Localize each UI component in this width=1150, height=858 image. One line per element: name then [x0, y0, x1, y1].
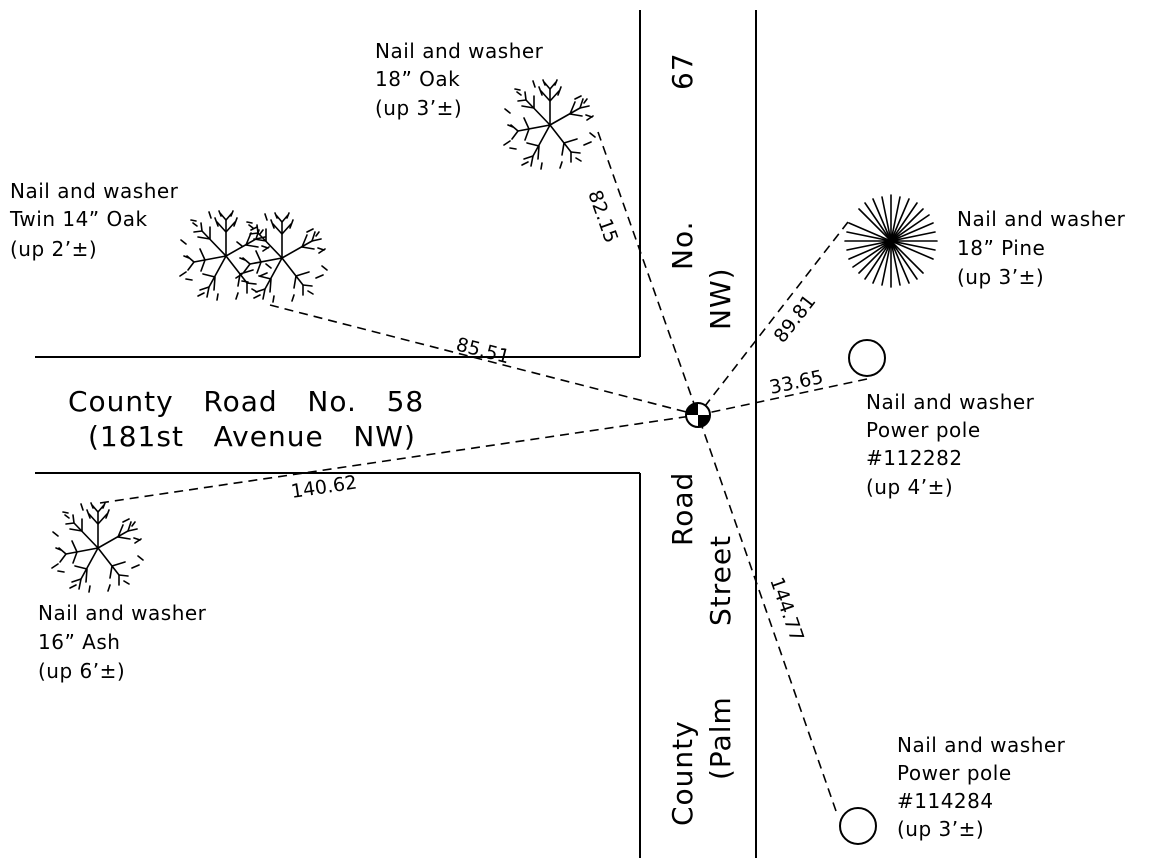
- note-line: #114284: [897, 789, 994, 813]
- ash-tree-icon: [51, 502, 144, 593]
- note-ash: Nail and washer 16” Ash (up 6’±): [38, 601, 207, 683]
- oak18-tree-icon: [503, 79, 596, 170]
- note-line: (up 2’±): [10, 237, 97, 261]
- vertical-road-word-1: County: [666, 720, 699, 826]
- note-line: Nail and washer: [957, 207, 1126, 231]
- pine-tree-icon: [844, 194, 938, 288]
- note-line: Nail and washer: [897, 733, 1066, 757]
- note-line: Nail and washer: [375, 39, 544, 63]
- power-pole-2-icon: [839, 807, 877, 845]
- note-line: Twin 14” Oak: [9, 207, 148, 231]
- tie-lines: [99, 131, 868, 812]
- note-line: (up 3’±): [375, 96, 462, 120]
- note-pine: Nail and washer 18” Pine (up 3’±): [957, 207, 1126, 289]
- vertical-road-word-3: No.: [666, 221, 699, 270]
- note-line: #112282: [866, 446, 963, 470]
- note-line: 16” Ash: [38, 630, 120, 654]
- tie-line-ash: [99, 414, 699, 504]
- vertical-road-word-4: 67: [666, 52, 699, 90]
- note-line: Nail and washer: [10, 179, 179, 203]
- road-edges: [35, 10, 757, 858]
- horizontal-road-line1: County Road No. 58: [68, 385, 424, 418]
- note-line: (up 6’±): [38, 659, 125, 683]
- note-line: (up 3’±): [957, 265, 1044, 289]
- tie-line-pole2: [697, 414, 837, 812]
- vertical-county-road-name: County Road No. 67: [666, 52, 699, 826]
- tie-line-pine: [697, 221, 849, 416]
- power-pole-1-icon: [848, 339, 886, 377]
- street-word-2: Street: [704, 535, 737, 626]
- note-line: Nail and washer: [866, 390, 1035, 414]
- tie-line-oak18: [597, 131, 699, 416]
- note-line: Power pole: [866, 418, 981, 442]
- note-oak18: Nail and washer 18” Oak (up 3’±): [375, 39, 544, 120]
- distance-pine: 89.81: [770, 291, 821, 347]
- distance-pole2: 144.77: [765, 574, 808, 644]
- distance-oak18: 82.15: [583, 187, 622, 246]
- note-line: Power pole: [897, 761, 1012, 785]
- note-line: 18” Oak: [375, 67, 460, 91]
- vertical-street-name: (Palm Street NW): [704, 267, 737, 780]
- distance-ash: 140.62: [290, 471, 359, 502]
- note-line: (up 4’±): [866, 475, 953, 499]
- tie-line-pole1: [697, 378, 868, 416]
- note-pole2: Nail and washer Power pole #114284 (up 3…: [897, 733, 1066, 841]
- tie-line-twin-oak: [269, 304, 699, 416]
- distance-twin-oak: 85.51: [454, 334, 512, 369]
- survey-monument-icon: [685, 402, 711, 428]
- note-line: Nail and washer: [38, 601, 207, 625]
- vertical-road-word-2: Road: [666, 472, 699, 546]
- horizontal-road-line2: (181st Avenue NW): [88, 420, 416, 453]
- horizontal-road-name: County Road No. 58 (181st Avenue NW): [68, 385, 424, 453]
- note-line: (up 3’±): [897, 817, 984, 841]
- note-line: 18” Pine: [957, 236, 1045, 260]
- note-twin-oak: Nail and washer Twin 14” Oak (up 2’±): [9, 179, 179, 261]
- street-word-1: (Palm: [704, 696, 737, 780]
- note-pole1: Nail and washer Power pole #112282 (up 4…: [866, 390, 1035, 499]
- street-word-3: NW): [704, 267, 737, 330]
- twin-oak-tree-icon: [179, 210, 328, 303]
- distance-pole1: 33.65: [767, 366, 825, 399]
